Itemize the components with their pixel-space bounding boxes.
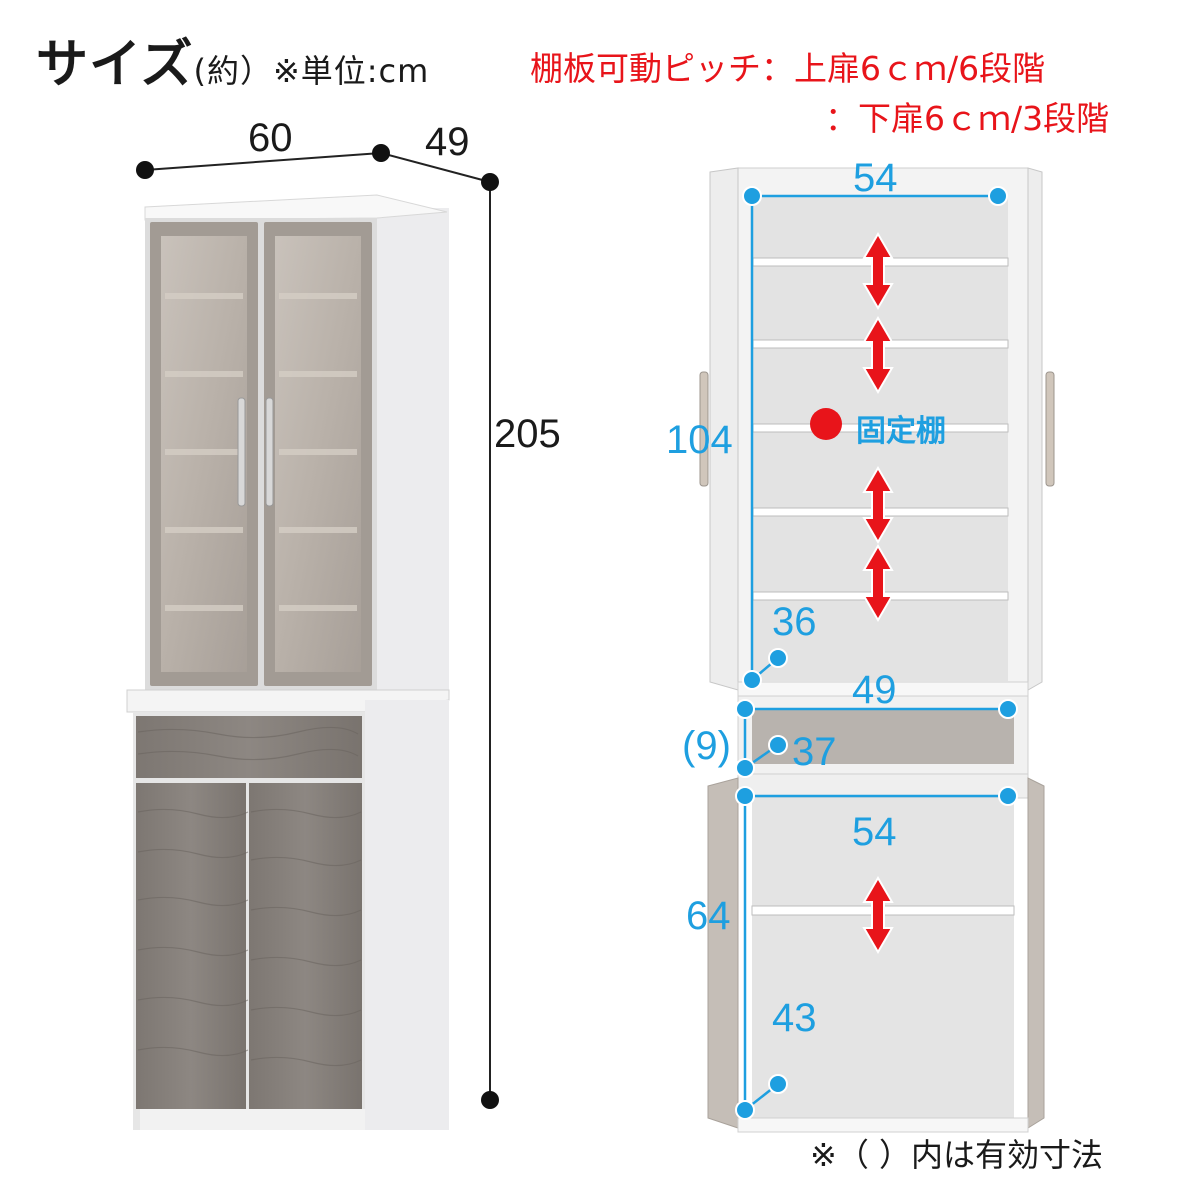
- upper-height-label: 104: [666, 418, 733, 462]
- pitch-lower: ：下扉6ｃｍ/3段階: [825, 99, 1110, 138]
- exterior-height-label: 205: [494, 412, 561, 456]
- pitch-upper: 棚板可動ピッチ：上扉6ｃｍ/6段階: [530, 49, 1046, 88]
- footnote: ※（ ）内は有効寸法: [810, 1136, 1103, 1174]
- fixed-shelf-marker: [810, 408, 842, 440]
- title-note: (約）※単位:cm: [193, 52, 430, 90]
- interior-dimension-dots: [735, 186, 1018, 1120]
- page-title: サイズ(約）※単位:cm: [36, 22, 429, 97]
- title-main: サイズ: [36, 35, 194, 95]
- lower-height-label: 64: [686, 894, 731, 938]
- fixed-shelf-label: 固定棚: [856, 414, 946, 449]
- drawer-height-label: (9): [682, 724, 731, 768]
- lower-interior: [707, 773, 1045, 1133]
- upper-cabinet: [144, 194, 449, 690]
- exterior-width-label: 60: [248, 116, 293, 160]
- lower-cabinet: [133, 700, 449, 1130]
- upper-width-label: 54: [853, 156, 898, 200]
- interior-dimension-lines: [743, 194, 1008, 1111]
- lower-width-label: 54: [852, 810, 897, 854]
- movable-shelf-arrows: [862, 232, 894, 954]
- upper-depth-label: 36: [772, 600, 817, 644]
- exterior-depth-label: 49: [425, 120, 470, 164]
- drawer-width-label: 49: [852, 668, 897, 712]
- drawer-depth-label: 37: [792, 730, 837, 774]
- dimension-lines: [136, 144, 499, 1109]
- lower-depth-label: 43: [772, 996, 817, 1040]
